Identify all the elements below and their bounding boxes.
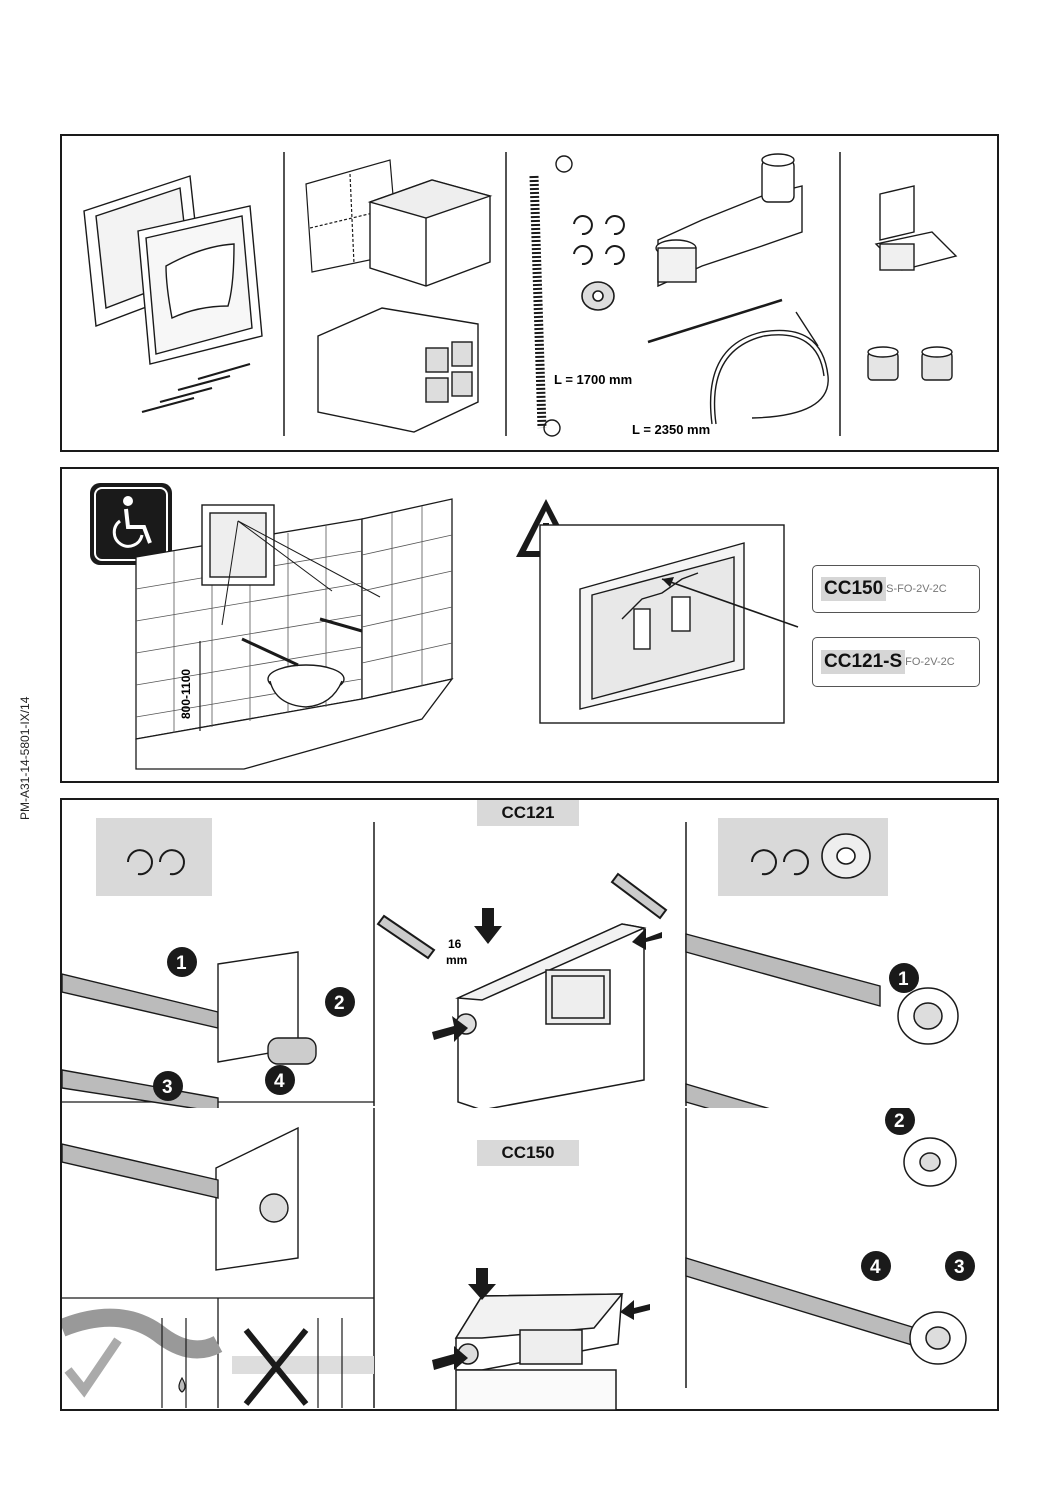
mounting-bracket-icon [655,153,803,288]
cistern-cc150-icon [454,1293,624,1411]
svg-text:3: 3 [162,1077,173,1098]
cable-icon [709,311,829,425]
installation-steps-bottom: 2 4 3 [60,1108,999,1411]
step-3-badge: 3 [153,1071,183,1101]
installation-illustration: 1 2 3 4 16 mm [62,818,959,1112]
right-step-2-badge: 2 [885,1108,915,1135]
end-cap-right-2 [903,1137,957,1187]
cover-frame-icon [83,175,263,365]
model-code-main: CC121-S [821,650,906,674]
threaded-rod-upper [62,951,317,1065]
washer-icon [581,281,615,311]
arrows [432,908,662,1042]
right-step-1-badge: 1 [889,963,919,993]
incorrect-routing-icon [232,1318,374,1408]
right-step-4-badge: 4 [861,1251,891,1281]
screws-icon [141,362,251,414]
model-label-cc121: CC121 [477,800,579,826]
spring-length-label: L = 1700 mm [554,372,632,387]
height-range-label: 800-1100 [179,669,193,719]
model-code-suffix: FO-2V-2C [905,656,955,668]
distance-value: 16 [448,937,462,951]
svg-text:4: 4 [870,1257,881,1278]
svg-text:2: 2 [894,1111,905,1132]
circlip-icon [127,849,185,876]
svg-text:4: 4 [274,1071,285,1092]
cable-length-label: L = 2350 mm [632,422,710,437]
svg-text:3: 3 [954,1257,965,1278]
svg-text:1: 1 [176,953,187,974]
drill-bit-icon [376,872,668,960]
spring-icon [529,155,573,437]
svg-text:2: 2 [334,993,345,1014]
threaded-rod-right [685,933,881,1112]
end-caps-icon [867,346,953,381]
flush-plate-icon [201,504,275,586]
arrows [432,1268,650,1370]
grab-bars-icon [241,617,363,667]
bathroom-room [135,498,454,770]
bathroom-illustration: 800-1100 [90,483,799,770]
model-code-main: CC150 [821,577,887,601]
step-1-badge: 1 [167,947,197,977]
threaded-rod-lower [62,1069,219,1112]
installation-box-icon [367,179,493,287]
toilet-icon [267,664,345,708]
installation-illustration-bottom: 2 4 3 [62,1108,975,1411]
cistern-cc121-icon [455,923,647,1111]
clamp-icon [874,185,958,271]
step-4-badge: 4 [265,1065,295,1095]
right-step-3-badge: 3 [945,1251,975,1281]
cistern-detail-view [539,524,785,724]
threaded-rod-plate [62,1126,299,1271]
model-code-cc150: CC150 S-FO-2V-2C [812,565,980,613]
model-code-suffix: S-FO-2V-2C [886,583,947,595]
wheelchair-icon [90,483,172,565]
step-2-badge: 2 [325,987,355,1017]
circlips-icon [573,215,625,266]
document-code: PM-A31-14-5801-IX/14 [18,696,32,820]
accessible-install-panel: 800-1100 CC150 S-FO-2V-2C CC121-S FO-2V-… [60,467,999,783]
kit-contents-illustration: L = 1700 mm L = 2350 mm [83,152,958,437]
model-label-cc150: CC150 [477,1140,579,1166]
svg-text:1: 1 [898,969,909,990]
end-cap-icon [897,987,959,1045]
distance-unit: mm [446,953,467,967]
circlip-icon [751,849,809,876]
correct-routing-icon [62,1308,223,1408]
washer-icon [821,833,871,879]
model-code-cc121s: CC121-S FO-2V-2C [812,637,980,687]
installation-steps-panel: 1 2 3 4 16 mm [60,798,999,1112]
cable-tie-icon [647,298,783,344]
circlip-parts-box [96,818,212,896]
kit-contents-panel: L = 1700 mm L = 2350 mm [60,134,999,452]
foam-block-icon [317,307,479,433]
end-cap-right-3 [909,1311,967,1365]
